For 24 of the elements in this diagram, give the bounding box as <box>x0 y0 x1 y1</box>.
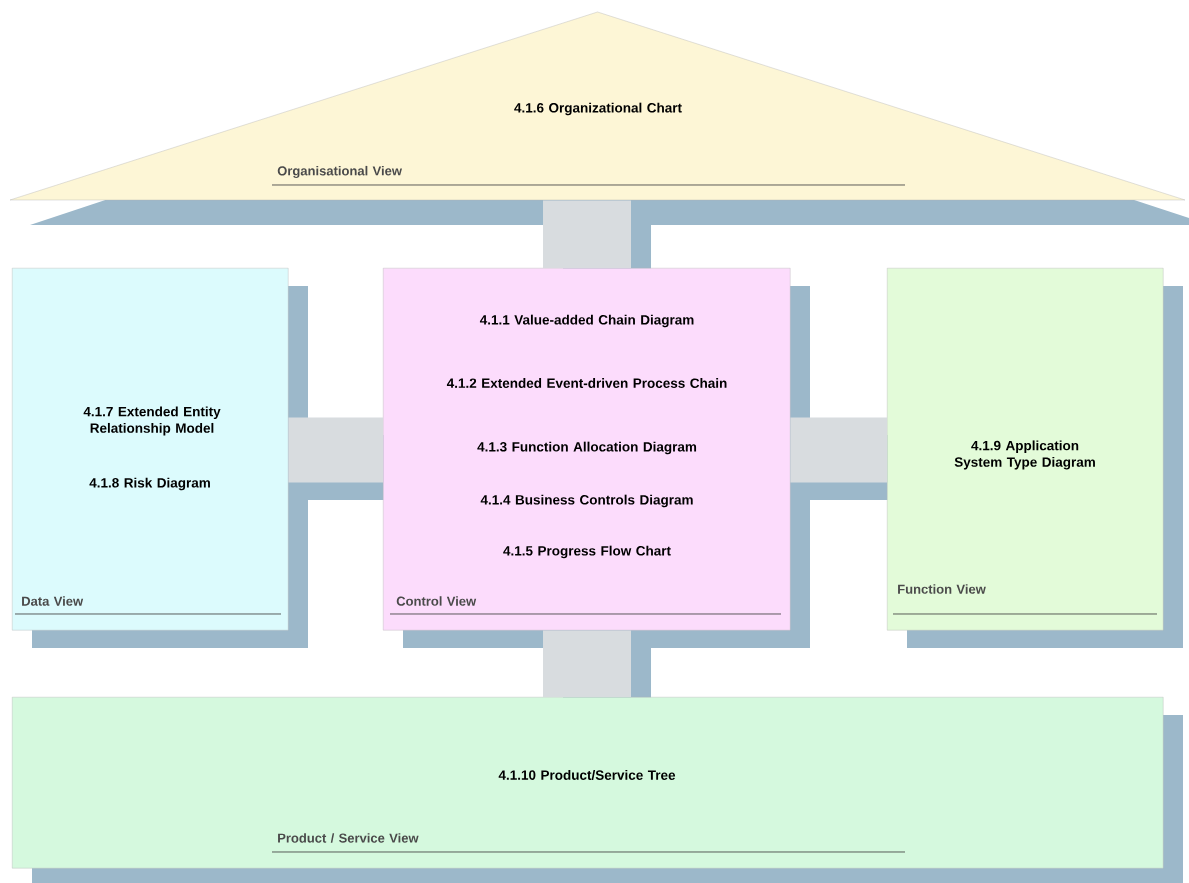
model-title: 4.1.8 Risk Diagram <box>89 477 210 491</box>
model-title: 4.1.1 Value-added Chain Diagram <box>479 314 694 328</box>
roof-triangle <box>9 11 1189 225</box>
connector-bar <box>288 417 383 483</box>
view-box <box>12 268 308 648</box>
view-label: Data View <box>22 596 84 606</box>
model-title: 4.1.3 Function Allocation Diagram <box>477 441 697 455</box>
view-label: Function View <box>898 584 986 594</box>
model-title: 4.1.7 Extended Entity Relationship Model <box>83 406 221 436</box>
view-label: Organisational View <box>277 165 402 179</box>
model-title: 4.1.9 Application System Type Diagram <box>954 440 1095 470</box>
view-box <box>383 268 810 648</box>
view-box <box>887 268 1183 648</box>
model-title: 4.1.6 Organizational Chart <box>514 102 682 116</box>
model-title: 4.1.2 Extended Event-driven Process Chain <box>446 378 727 388</box>
view-label: Product / Service View <box>278 833 419 843</box>
model-title: 4.1.5 Progress Flow Chart <box>503 545 671 559</box>
connector-bar <box>543 200 631 268</box>
connector-bar <box>543 630 631 697</box>
connector-bar <box>790 417 887 483</box>
view-box <box>12 697 1183 883</box>
model-title: 4.1.4 Business Controls Diagram <box>480 494 693 508</box>
view-label: Control View <box>396 596 477 606</box>
model-title: 4.1.10 Product/Service Tree <box>498 769 676 780</box>
